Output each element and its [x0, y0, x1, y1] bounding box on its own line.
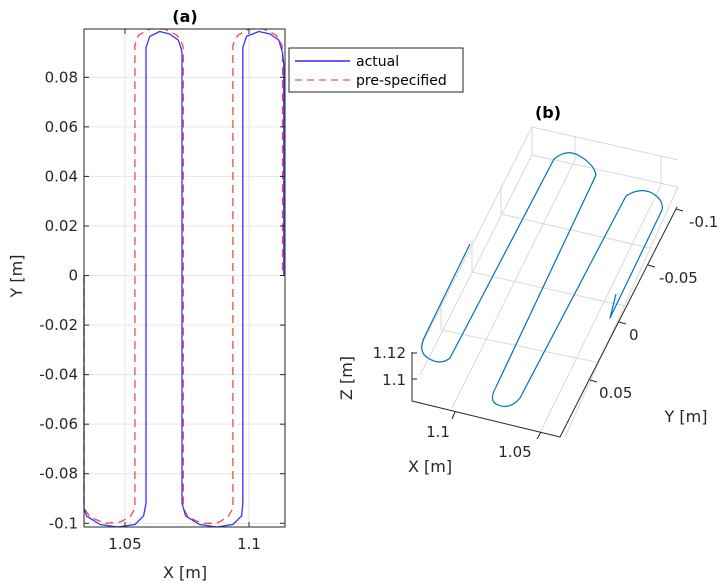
- plot-a-axes-box: [83, 28, 286, 528]
- plot-a-y-tick-label: -0.08: [39, 465, 78, 483]
- plot-a-y-tick-label: 0.02: [45, 217, 78, 235]
- plot-a-background: [84, 29, 285, 527]
- plot-a-series-pre-specified: [83, 28, 284, 524]
- plot-b-x-tick-1.05: 1.05: [498, 443, 531, 461]
- plot-a-y-tick-label: -0.04: [39, 366, 78, 384]
- plot-a-x-axis-label: X [m]: [163, 563, 207, 582]
- plot-b-axes: [411, 206, 684, 440]
- plot-a-y-axis-label: Y [m]: [7, 255, 26, 299]
- plot-a-y-tick-label: -0.1: [49, 514, 78, 532]
- plot-a-x-tick-label: 1.1: [237, 535, 261, 553]
- plot-a-y-tick-label: -0.02: [39, 316, 78, 334]
- plot-b-3d-trajectory: (b): [337, 103, 718, 476]
- plot-b-x-axis-label: X [m]: [408, 457, 452, 476]
- legend-box: [288, 47, 464, 93]
- plot-a-y-tick-label: 0.08: [45, 68, 78, 86]
- plot-b-y-tick-0: 0: [629, 326, 639, 344]
- plot-b-trajectory-line: [421, 152, 663, 408]
- plot-a-2d-trajectory: (a) 0.08 0.06 0.04 0.02 0 -0.02 -0.04 -0.06 -0.0…: [7, 7, 464, 582]
- legend-prespecified-label: pre-specified: [356, 73, 447, 89]
- plot-a-series: [83, 28, 285, 528]
- plot-a-grid: [84, 29, 285, 527]
- plot-a-y-tick-label: 0: [68, 267, 78, 285]
- plot-b-grid: [419, 126, 679, 438]
- plot-b-z-tick-1.1: 1.1: [382, 371, 406, 389]
- plot-b-y-tick-0.05: 0.05: [599, 384, 632, 402]
- plot-a-y-tick-label: -0.06: [39, 415, 78, 433]
- plot-a-y-tick-label: 0.04: [45, 167, 78, 185]
- plot-a-title: (a): [172, 7, 197, 26]
- plot-b-z-axis-label: Z [m]: [337, 356, 356, 400]
- plot-b-trajectory-path: [421, 152, 663, 408]
- plot-b-z-tick-1.12: 1.12: [373, 344, 406, 362]
- plot-a-y-ticks: 0.08 0.06 0.04 0.02 0 -0.02 -0.04 -0.06 -0.08 -0.…: [39, 68, 285, 532]
- legend-actual-label: actual: [356, 54, 399, 70]
- plot-a-series-actual: [83, 30, 285, 528]
- plot-b-title: (b): [535, 103, 561, 122]
- plot-a-legend: actual pre-specified: [288, 47, 464, 93]
- plot-b-y-tick--0.1: -0.1: [689, 213, 718, 231]
- plot-b-y-axis-label: Y [m]: [664, 407, 708, 426]
- plot-a-x-ticks: 1.05 1.1: [108, 29, 261, 553]
- plot-a-y-tick-label: 0.06: [45, 118, 78, 136]
- plot-a-x-tick-label: 1.05: [108, 535, 141, 553]
- plot-b-x-tick-1.1: 1.1: [426, 423, 450, 441]
- plot-b-y-tick--0.05: -0.05: [659, 269, 698, 287]
